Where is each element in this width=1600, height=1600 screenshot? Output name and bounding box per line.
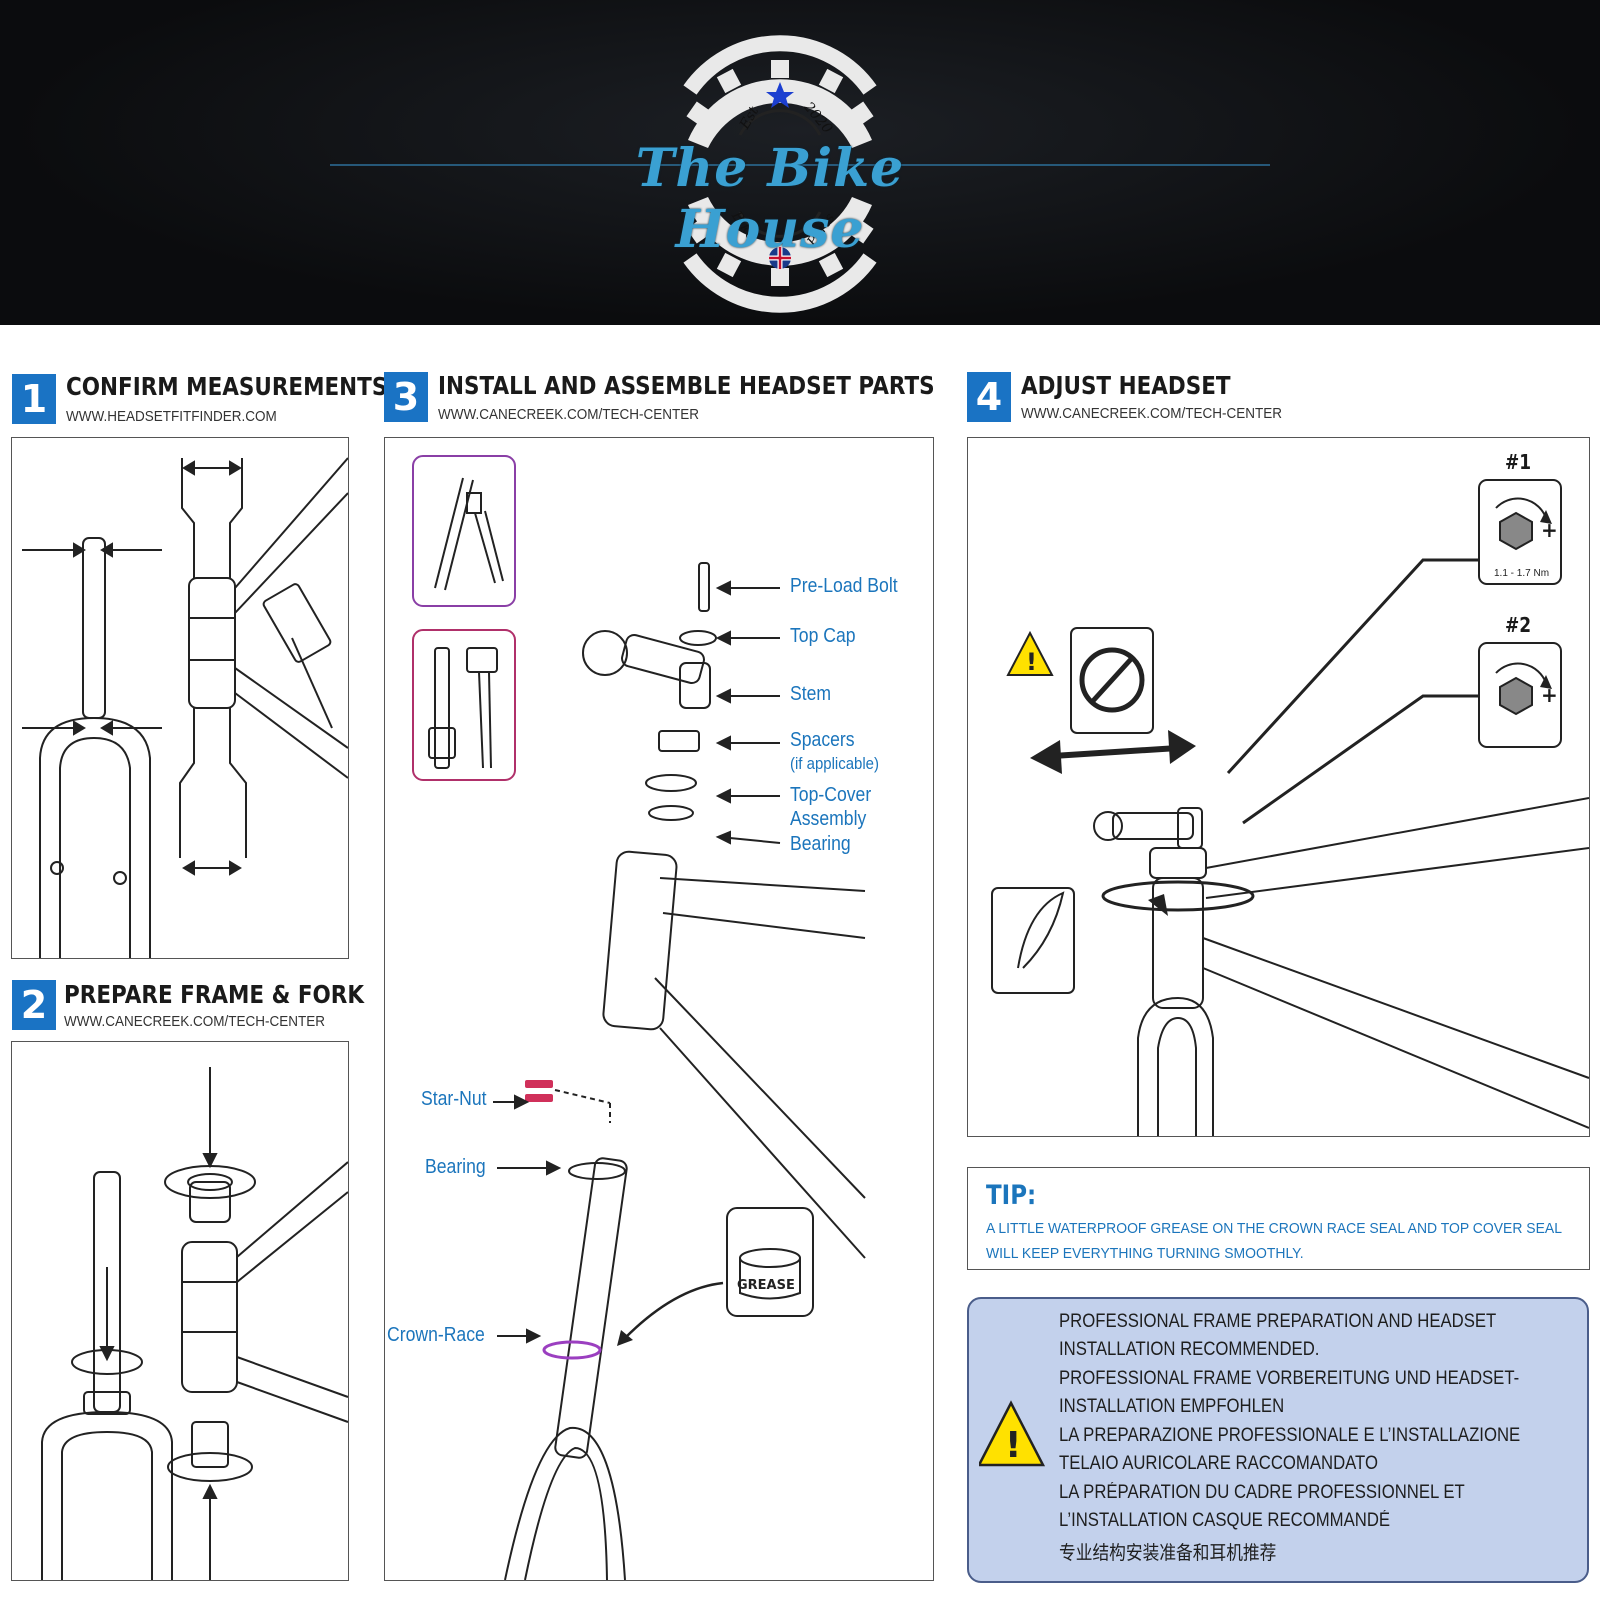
grease-can-label: GREASE: [737, 1278, 795, 1293]
label-spacers-note: (if applicable): [790, 754, 879, 773]
label-bearing-bottom: Bearing: [425, 1156, 486, 1178]
tip-line-2: WILL KEEP EVERYTHING TURNING SMOOTHLY.: [986, 1245, 1304, 1262]
label-top-cover-1: Top-Cover: [790, 784, 872, 806]
label-top-cover-2: Assembly: [790, 808, 867, 830]
svg-text:!: !: [1026, 648, 1037, 676]
warning-line-3: PROFESSIONAL FRAME VORBEREITUNG UND HEAD…: [1059, 1368, 1520, 1389]
header-banner: Est 2020 Bike Parts The Bike House: [0, 0, 1600, 325]
warning-line-8: L’INSTALLATION CASQUE RECOMMANDÉ: [1059, 1510, 1391, 1531]
warning-box: ! PROFESSIONAL FRAME PREPARATION AND HEA…: [967, 1297, 1589, 1583]
label-preload-bolt: Pre-Load Bolt: [790, 575, 898, 597]
label-spacers: Spacers: [790, 729, 855, 751]
panel-install: Pre-Load Bolt Top Cap Stem Spacers (if a…: [384, 437, 934, 1581]
step-3-url[interactable]: WWW.CANECREEK.COM/TECH-CENTER: [438, 406, 699, 423]
measure-illustration: [22, 457, 348, 958]
brand-title: The Bike House: [635, 138, 905, 260]
svg-text:!: !: [1005, 1425, 1021, 1466]
plus-icon-1: +: [1541, 518, 1558, 542]
step-2-number: 2: [12, 980, 56, 1030]
torque-label-1: #1: [1505, 450, 1532, 474]
tip-line-1: A LITTLE WATERPROOF GREASE ON THE CROWN …: [986, 1220, 1562, 1237]
step-4-number: 4: [967, 372, 1011, 422]
step-4-title: ADJUST HEADSET: [1021, 371, 1231, 400]
label-top-cap: Top Cap: [790, 625, 856, 647]
label-star-nut: Star-Nut: [421, 1088, 487, 1110]
step-1-url[interactable]: WWW.HEADSETFITFINDER.COM: [66, 408, 277, 425]
move-arrow-icon: [1030, 730, 1196, 774]
warning-line-6: TELAIO AURICOLARE RACCOMANDATO: [1059, 1453, 1378, 1474]
step-2-url[interactable]: WWW.CANECREEK.COM/TECH-CENTER: [64, 1013, 325, 1030]
header-graphics: [330, 35, 1270, 313]
tip-title: TIP:: [986, 1180, 1037, 1211]
warning-line-2: INSTALLATION RECOMMENDED.: [1059, 1339, 1320, 1360]
prepare-illustration: [41, 1067, 348, 1580]
warning-triangle-icon: !: [979, 1400, 1046, 1467]
step-4-url[interactable]: WWW.CANECREEK.COM/TECH-CENTER: [1021, 405, 1282, 422]
star-icon: [766, 82, 794, 108]
warning-line-7: LA PRÉPARATION DU CADRE PROFESSIONNEL ET: [1059, 1482, 1465, 1503]
label-stem: Stem: [790, 683, 832, 705]
step-1-title: CONFIRM MEASUREMENTS: [66, 372, 388, 401]
panel-measure: [11, 437, 349, 959]
warning-line-5: LA PREPARAZIONE PROFESSIONALE E L’INSTAL…: [1059, 1425, 1521, 1446]
torque-box-2: [1478, 642, 1562, 748]
torque-box-1: [1478, 479, 1562, 585]
panel-adjust: ! #1 #2 1.1 - 1.7 Nm + +: [967, 437, 1590, 1137]
panel-prepare: [11, 1041, 349, 1581]
warning-line-1: PROFESSIONAL FRAME PREPARATION AND HEADS…: [1059, 1311, 1497, 1332]
install-illustration: [412, 455, 866, 1580]
plus-icon-2: +: [1541, 683, 1558, 707]
warning-line-4: INSTALLATION EMPFOHLEN: [1059, 1396, 1285, 1417]
step-2-title: PREPARE FRAME & FORK: [64, 980, 365, 1009]
label-bearing-top: Bearing: [790, 833, 851, 855]
star-nut-icon: [525, 1080, 553, 1102]
adjust-illustration: !: [991, 479, 1589, 1136]
warning-line-9: 专业结构安装准备和耳机推荐: [1059, 1543, 1277, 1564]
union-jack-icon: [769, 247, 791, 269]
tip-box: TIP: A LITTLE WATERPROOF GREASE ON THE C…: [967, 1167, 1590, 1270]
torque-label-2: #2: [1505, 613, 1532, 637]
torque-value: 1.1 - 1.7 Nm: [1494, 568, 1550, 579]
tool-box-remover: [412, 629, 516, 781]
tool-box-press: [412, 455, 516, 607]
warning-triangle-icon: [1006, 630, 1054, 676]
step-1-number: 1: [12, 374, 56, 424]
label-crown-race: Crown-Race: [387, 1324, 485, 1346]
gear-icon: [683, 35, 877, 313]
step-3-number: 3: [384, 372, 428, 422]
step-3-title: INSTALL AND ASSEMBLE HEADSET PARTS: [438, 371, 935, 400]
